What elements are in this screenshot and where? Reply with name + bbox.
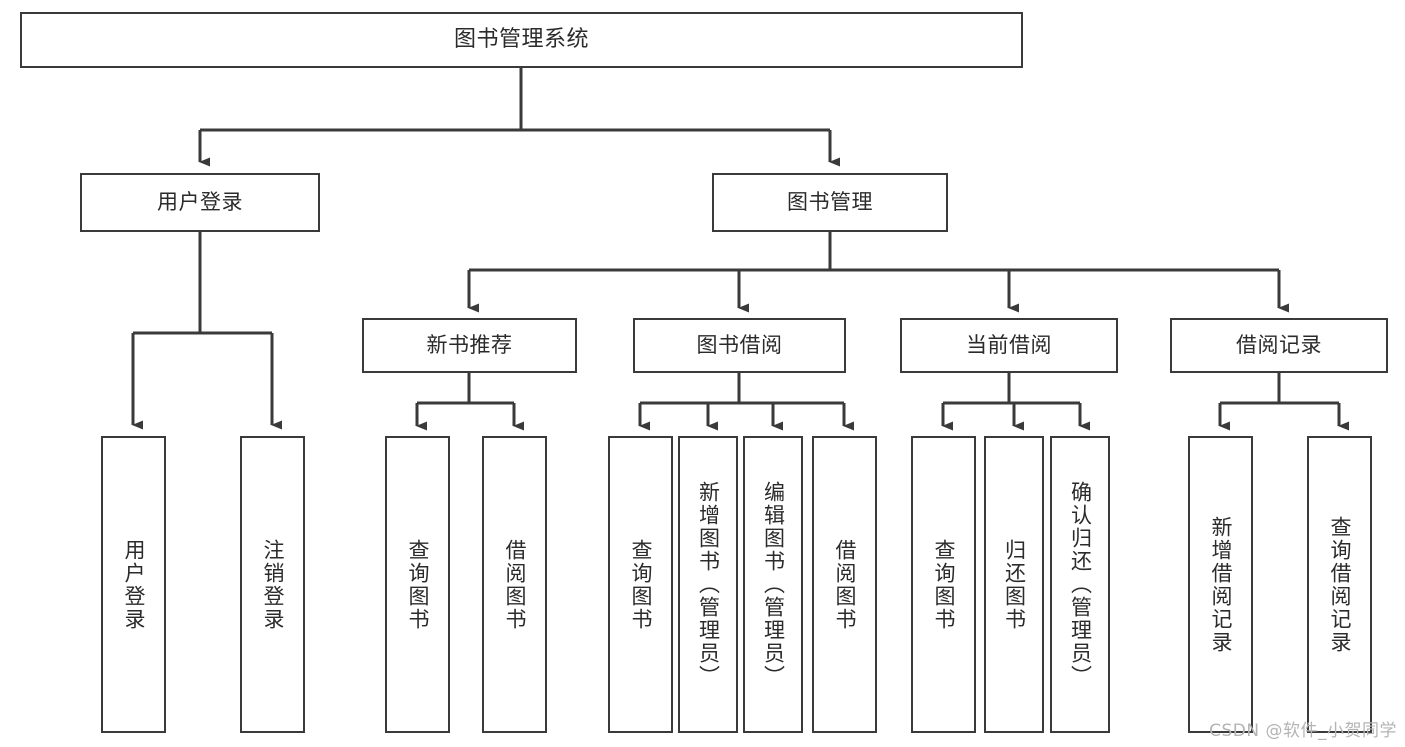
node-label: 注销登录 xyxy=(261,538,285,631)
node-label: 查询图书 xyxy=(932,538,956,631)
node-label: 编辑图书（管理员） xyxy=(761,481,786,688)
node-user-login[interactable]: 用户登录 xyxy=(80,173,320,232)
node-label: 借阅记录 xyxy=(1236,333,1322,358)
node-label: 查询图书 xyxy=(629,538,653,631)
leaf-borrow-book[interactable]: 借阅图书 xyxy=(812,436,877,733)
node-label: 查询借阅记录 xyxy=(1328,515,1352,654)
node-current-borrowing[interactable]: 当前借阅 xyxy=(900,318,1118,373)
node-label: 借阅图书 xyxy=(833,538,857,631)
leaf-add-book-admin[interactable]: 新增图书（管理员） xyxy=(678,436,738,733)
node-label: 新增借阅记录 xyxy=(1209,515,1233,654)
leaf-borrow-book-recommendation[interactable]: 借阅图书 xyxy=(482,436,547,733)
node-book-management[interactable]: 图书管理 xyxy=(712,173,948,232)
node-label: 确认归还（管理员） xyxy=(1068,481,1093,688)
node-root-system[interactable]: 图书管理系统 xyxy=(20,12,1023,68)
node-label: 新增图书（管理员） xyxy=(696,481,721,688)
node-label: 用户登录 xyxy=(157,190,243,215)
node-label: 用户登录 xyxy=(122,538,146,631)
node-new-book-recommendation[interactable]: 新书推荐 xyxy=(362,318,577,373)
leaf-query-book-borrowing[interactable]: 查询图书 xyxy=(608,436,673,733)
leaf-return-book[interactable]: 归还图书 xyxy=(984,436,1044,733)
leaf-edit-book-admin[interactable]: 编辑图书（管理员） xyxy=(743,436,803,733)
leaf-query-book-current[interactable]: 查询图书 xyxy=(911,436,976,733)
node-label: 图书管理系统 xyxy=(453,27,589,53)
node-label: 当前借阅 xyxy=(966,333,1052,358)
leaf-query-borrowing-record[interactable]: 查询借阅记录 xyxy=(1307,436,1372,733)
node-book-borrowing[interactable]: 图书借阅 xyxy=(633,318,846,373)
watermark-text: CSDN @软件_小贺同学 xyxy=(1209,721,1397,741)
leaf-confirm-return-admin[interactable]: 确认归还（管理员） xyxy=(1050,436,1110,733)
node-borrowing-records[interactable]: 借阅记录 xyxy=(1170,318,1388,373)
leaf-query-book-recommendation[interactable]: 查询图书 xyxy=(385,436,450,733)
node-label: 图书管理 xyxy=(787,190,873,215)
node-label: 新书推荐 xyxy=(426,333,513,358)
leaf-user-login[interactable]: 用户登录 xyxy=(101,436,166,733)
node-label: 借阅图书 xyxy=(503,538,527,631)
leaf-add-borrowing-record[interactable]: 新增借阅记录 xyxy=(1188,436,1253,733)
node-label: 查询图书 xyxy=(406,538,430,631)
node-label: 归还图书 xyxy=(1002,538,1027,631)
node-label: 图书借阅 xyxy=(696,333,783,358)
leaf-logout[interactable]: 注销登录 xyxy=(240,436,305,733)
